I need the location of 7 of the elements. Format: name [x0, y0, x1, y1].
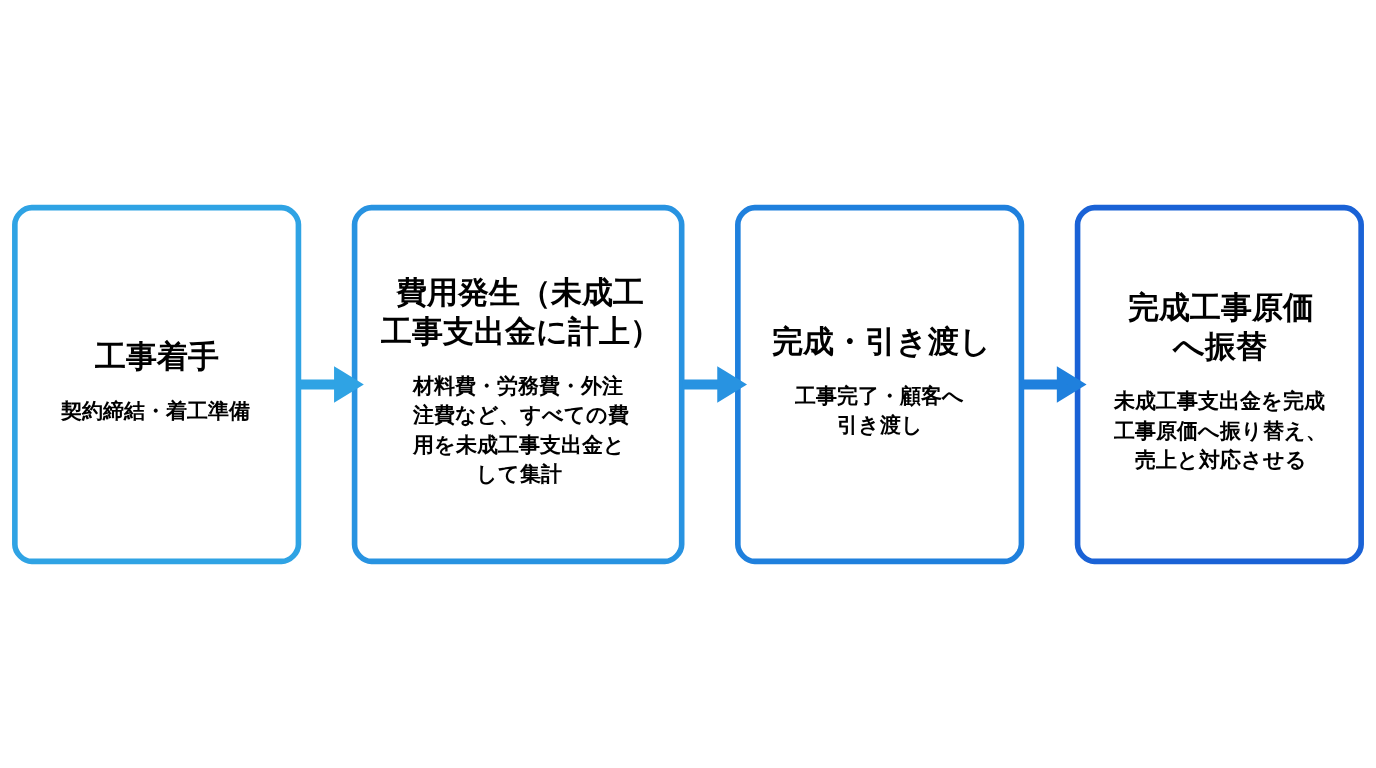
arrow	[298, 365, 364, 403]
node-box: 完成・引き渡し 工事完了・顧客へ引き渡し	[735, 204, 1025, 564]
node-box: 完成工事原価へ振替 未成工事支出金を完成工事原価へ振り替え、売上と対応させる	[1074, 204, 1364, 564]
arrow	[1021, 365, 1087, 403]
node-box: 工事着手 契約締結・着工準備	[12, 204, 302, 564]
arrow	[682, 365, 747, 403]
node-box: 費用発生（未成工工事支出金に計上） 材料費・労務費・外注注費など、すべての費用を未成工事支出金として集計	[351, 204, 685, 564]
